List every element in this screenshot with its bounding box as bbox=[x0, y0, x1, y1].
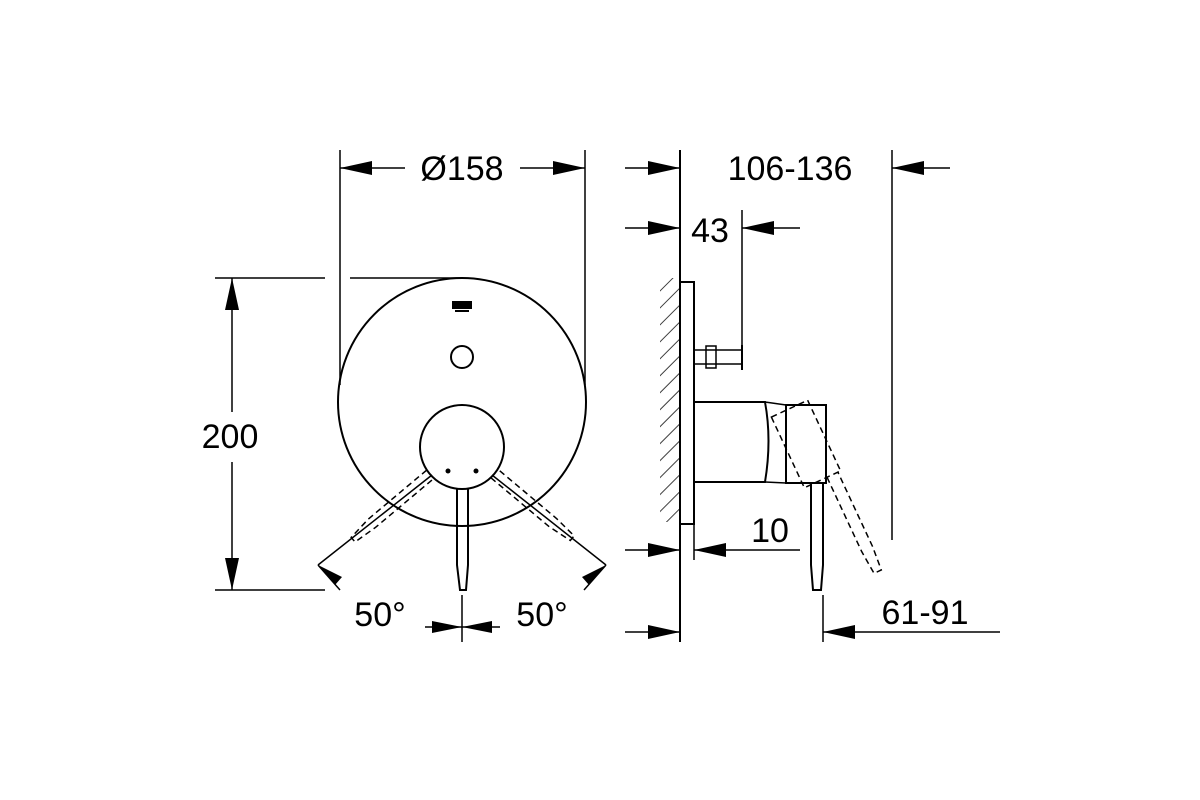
stem-arrow-right bbox=[742, 221, 774, 235]
lever-center bbox=[456, 489, 469, 591]
lever-arrow-right bbox=[823, 625, 855, 639]
angle-arrow-right bbox=[582, 565, 606, 585]
handle-hub bbox=[419, 404, 505, 490]
side-lever bbox=[810, 483, 824, 591]
angle-left-label: 50° bbox=[354, 596, 405, 634]
brand-logo-icon bbox=[452, 301, 472, 312]
diverter-knob bbox=[450, 345, 474, 369]
depth-arrow-right bbox=[892, 161, 924, 175]
angle-right-label: 50° bbox=[516, 596, 567, 634]
angle-ref-left bbox=[317, 474, 433, 566]
height-arrow-top bbox=[225, 278, 239, 310]
plate-label: 10 bbox=[751, 512, 789, 550]
center-arrow-right bbox=[462, 621, 492, 633]
height-label: 200 bbox=[202, 418, 259, 456]
diameter-label: Ø158 bbox=[420, 150, 503, 188]
plate-arrow-right bbox=[694, 543, 726, 557]
handle-cap bbox=[785, 404, 827, 484]
wall-hatch bbox=[660, 278, 680, 522]
handle-joint-bottom bbox=[764, 481, 787, 484]
center-arrow-left bbox=[432, 621, 462, 633]
depth-arrow-left bbox=[648, 161, 680, 175]
diameter-arrow-left bbox=[340, 161, 372, 175]
front-view: Ø158 200 bbox=[202, 150, 607, 642]
handle-joint-top bbox=[764, 401, 787, 406]
hub-dot-left bbox=[445, 468, 451, 474]
angle-ref-right bbox=[491, 474, 607, 566]
height-arrow-bottom bbox=[225, 558, 239, 590]
side-view: 106-136 43 10 61-91 bbox=[625, 150, 1000, 642]
side-lever-phantom bbox=[770, 399, 883, 575]
diverter-stem-collar bbox=[705, 345, 717, 369]
plate-arrow-left bbox=[648, 543, 680, 557]
lever-left-phantom bbox=[350, 469, 435, 543]
angle-arrow-left bbox=[318, 565, 342, 585]
hub-dot-right bbox=[473, 468, 479, 474]
lever-arrow-left bbox=[648, 625, 680, 639]
handle-body bbox=[694, 401, 770, 483]
stem-label: 43 bbox=[691, 212, 729, 250]
cover-plate bbox=[337, 277, 587, 527]
stem-arrow-left bbox=[648, 221, 680, 235]
cover-plate-profile bbox=[679, 281, 695, 525]
diameter-arrow-right bbox=[553, 161, 585, 175]
depth-range-label: 106-136 bbox=[728, 150, 853, 188]
lever-range-label: 61-91 bbox=[882, 594, 969, 632]
